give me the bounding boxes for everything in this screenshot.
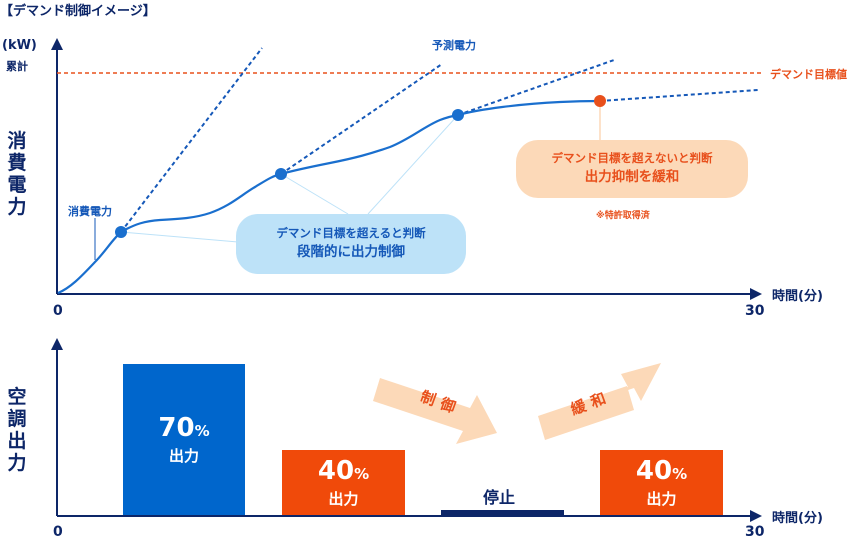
output-bar-40-a: 40% 出力: [282, 450, 405, 515]
judgement-point-3: [452, 109, 464, 121]
top-x-axis-arrowhead: [750, 288, 762, 300]
bottom-x-axis-arrowhead: [750, 510, 762, 522]
bar2-unit: %: [354, 465, 370, 483]
output-bar-40-b: 40% 出力: [600, 450, 723, 515]
output-bar-70: 70% 出力: [123, 364, 245, 515]
top-y-axis-arrowhead: [51, 38, 63, 50]
patent-note: ※特許取得済: [596, 211, 650, 221]
connector-2: [280, 173, 349, 215]
y-unit-label: (kW): [2, 38, 37, 53]
relax-bubble-line2: 出力抑制を緩和: [584, 169, 680, 185]
relax-arrow-body: [538, 386, 634, 440]
bar1-value: 70: [158, 413, 195, 443]
top-y-axis-title: 消費電力: [7, 130, 27, 218]
bar4-unit: %: [672, 465, 688, 483]
bar2-value: 40: [317, 456, 355, 486]
control-bubble-line1: デマンド目標を超えると判断: [276, 226, 426, 240]
connector-1: [120, 231, 239, 243]
stop-label: 停止: [483, 488, 516, 507]
predicted-power-label: 予測電力: [432, 39, 476, 52]
bar1-label: 出力: [168, 447, 199, 465]
predicted-line-3: [457, 59, 615, 116]
judgement-point-2: [275, 168, 287, 180]
bar4-label: 出力: [646, 490, 677, 508]
bottom-y-axis-arrowhead: [51, 338, 63, 350]
predicted-line-1: [120, 47, 263, 233]
bar2-label: 出力: [328, 490, 359, 508]
consumption-label: 消費電力: [68, 205, 112, 218]
bar4-value: 40: [635, 456, 673, 486]
relax-bubble-line1: デマンド目標を超えないと判断: [551, 151, 713, 165]
y-unit-sub-label: 累計: [6, 60, 28, 73]
judgement-point-1: [115, 226, 127, 238]
top-x-axis-title: 時間(分): [772, 289, 823, 304]
relax-arrow: [538, 363, 661, 418]
bottom-y-axis-title: 空調出力: [7, 386, 27, 474]
control-bubble-line2: 段階的に出力制御: [297, 244, 405, 260]
control-arrow: [373, 378, 497, 444]
relax-point: [594, 95, 606, 107]
bottom-x-axis-title: 時間(分): [772, 511, 823, 526]
top-x-start-label: 0: [53, 303, 63, 319]
bottom-x-start-label: 0: [53, 524, 63, 540]
connector-3: [367, 114, 459, 215]
predicted-line-2: [280, 63, 443, 175]
top-x-end-label: 30: [745, 303, 765, 319]
predicted-line-4: [599, 89, 759, 102]
bar1-unit: %: [194, 422, 210, 440]
relax-bubble: デマンド目標を超えないと判断 出力抑制を緩和: [516, 140, 748, 198]
bottom-x-end-label: 30: [745, 524, 765, 540]
output-bar-stop: [441, 510, 564, 515]
control-bubble: デマンド目標を超えると判断 段階的に出力制御: [236, 214, 466, 274]
demand-target-label: デマンド目標値: [770, 68, 847, 81]
page-title: 【デマンド制御イメージ】: [0, 4, 156, 19]
